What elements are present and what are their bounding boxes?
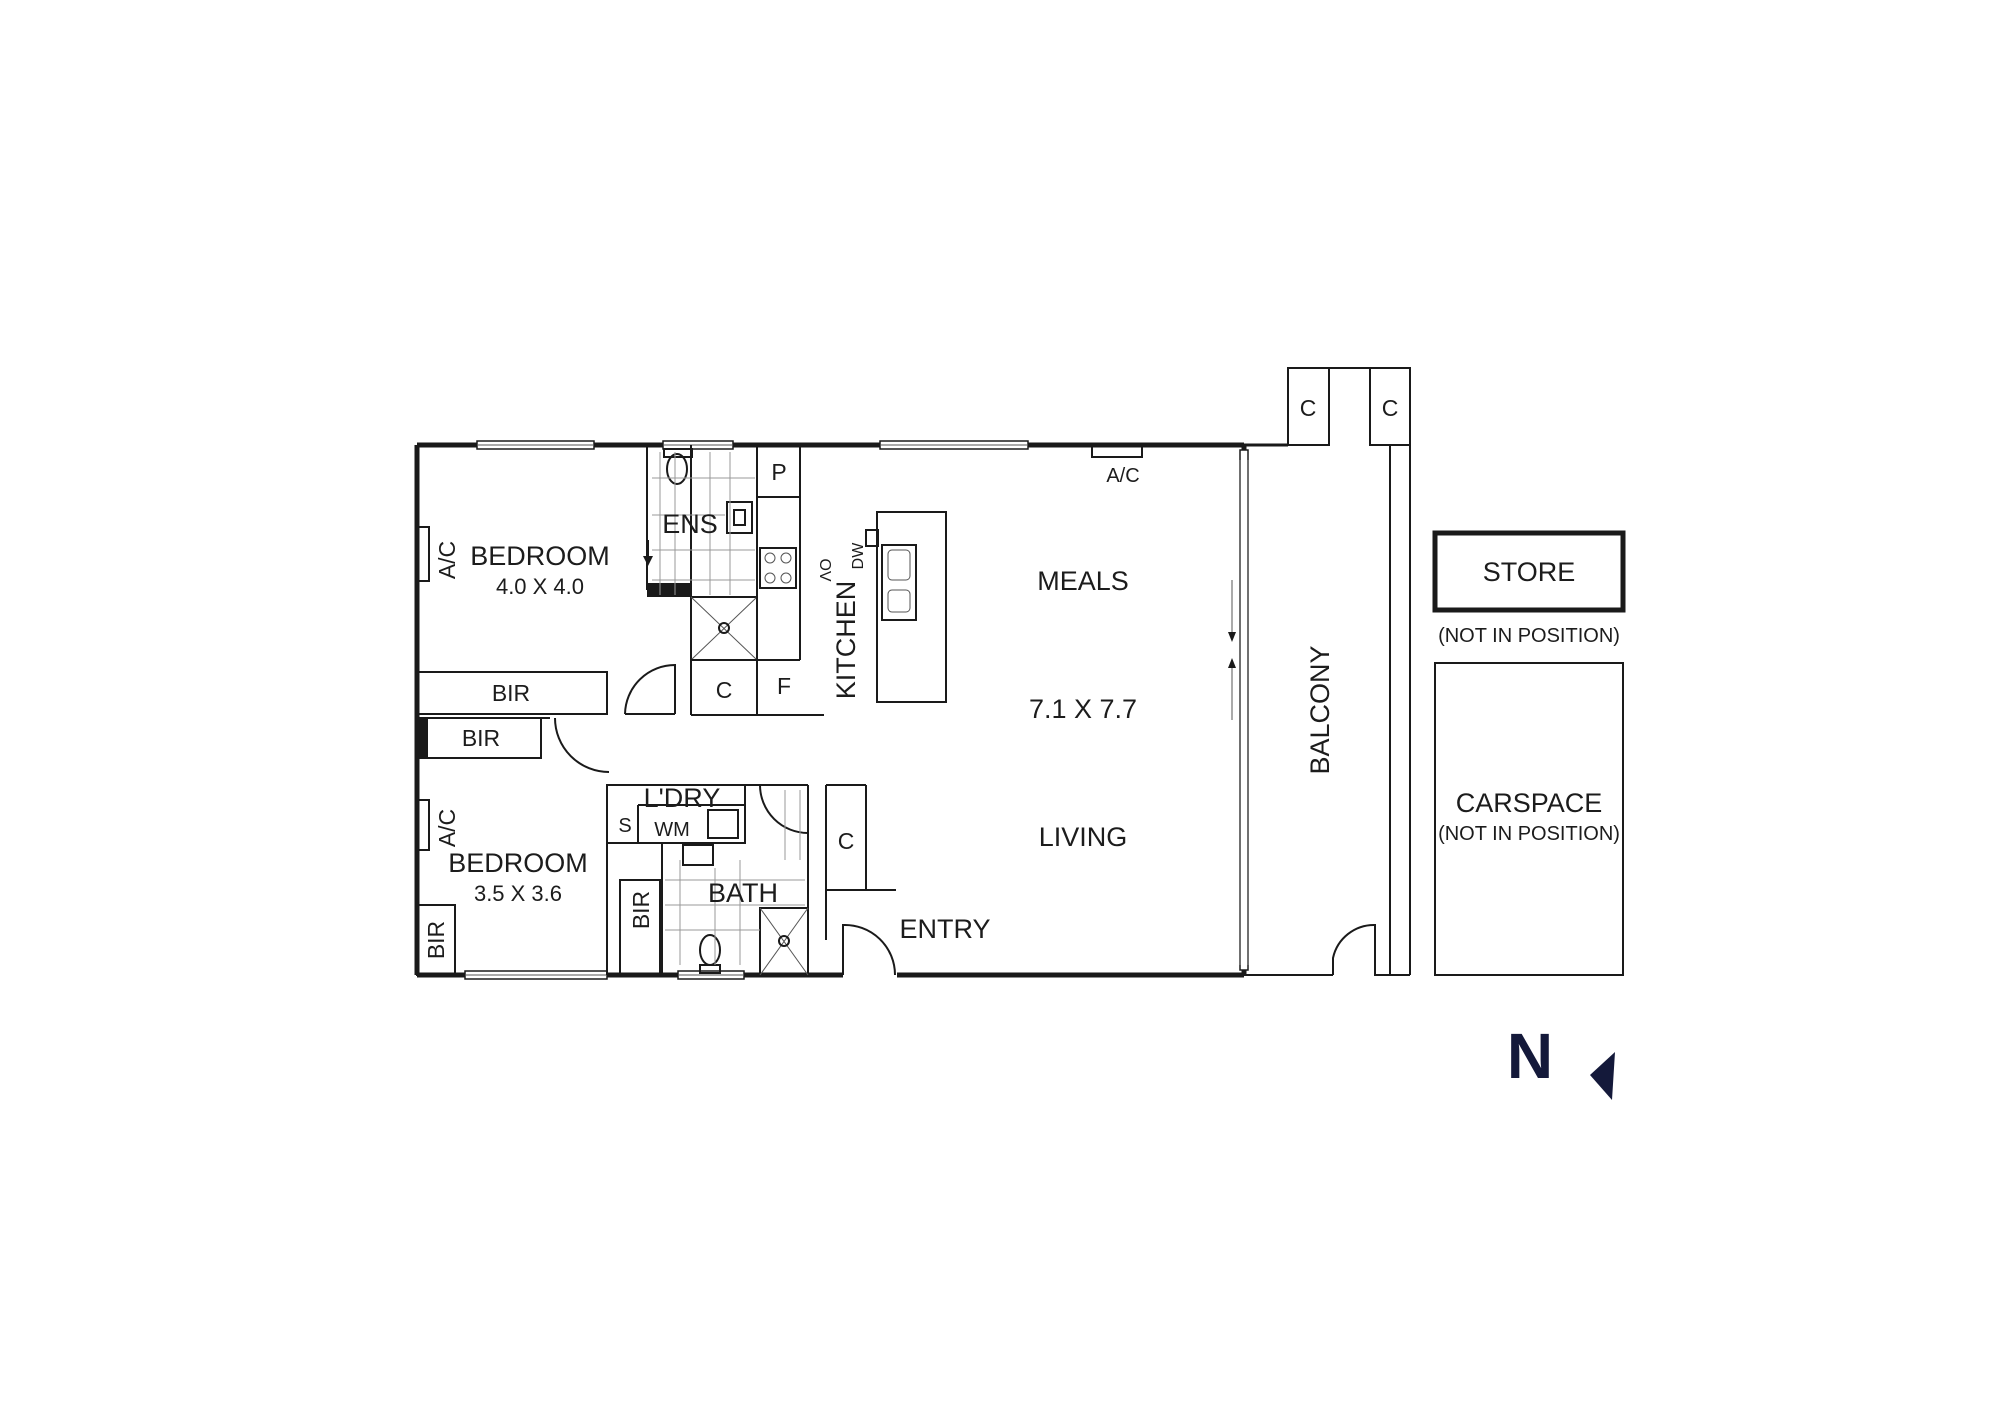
living-size: 7.1 X 7.7: [1029, 694, 1137, 724]
interior-walls: [416, 444, 1143, 976]
ensuite-label: ENS: [662, 509, 718, 539]
fixture-labels: A/C A/C A/C BIR BIR BIR BIR P C F C C C …: [423, 395, 1398, 959]
entry-label: ENTRY: [899, 914, 990, 944]
cupboard-balcony-right-label: C: [1382, 395, 1399, 421]
ac-meals-label: A/C: [1106, 465, 1139, 487]
store-label: STORE: [1483, 557, 1576, 587]
cupboard-entry-label: C: [838, 828, 855, 854]
ac-bedroom-1-label: A/C: [434, 541, 460, 579]
dishwasher-label: DW: [850, 542, 867, 570]
carspace-box: [1434, 662, 1624, 976]
bir-1-label: BIR: [492, 680, 530, 706]
cupboard-kitchen-label: C: [716, 677, 733, 703]
room-labels: BEDROOM 4.0 X 4.0 BEDROOM 3.5 X 3.6 ENS …: [448, 509, 1620, 944]
bath-label: BATH: [708, 878, 778, 908]
sink-label: S: [618, 815, 631, 837]
tile-pattern: [652, 452, 805, 965]
bedroom-2-label: BEDROOM: [448, 848, 588, 878]
balcony: [1244, 367, 1411, 976]
laundry-label: L'DRY: [644, 783, 721, 813]
compass: N: [1507, 1020, 1615, 1100]
bir-3-label: BIR: [423, 921, 449, 959]
pantry-label: P: [771, 459, 786, 485]
bir-4-label: BIR: [628, 891, 654, 929]
carspace-label: CARSPACE: [1456, 788, 1603, 818]
washing-machine-label: WM: [654, 819, 690, 841]
oven-label: OV: [816, 558, 833, 581]
bedroom-2-size: 3.5 X 3.6: [474, 881, 562, 906]
bir-2-label: BIR: [462, 725, 500, 751]
store-note: (NOT IN POSITION): [1438, 625, 1620, 647]
north-arrow-icon: [1590, 1052, 1615, 1100]
sliding-door-arrows: [1228, 580, 1236, 720]
kitchen-label: KITCHEN: [831, 581, 861, 700]
meals-label: MEALS: [1037, 566, 1129, 596]
store-box: [1432, 530, 1626, 613]
north-letter: N: [1507, 1020, 1553, 1092]
carspace-note: (NOT IN POSITION): [1438, 823, 1620, 845]
living-label: LIVING: [1039, 822, 1128, 852]
bedroom-1-label: BEDROOM: [470, 541, 610, 571]
balcony-label: BALCONY: [1305, 645, 1335, 774]
fridge-label: F: [777, 673, 791, 699]
cupboard-balcony-left-label: C: [1300, 395, 1317, 421]
ac-bedroom-2-label: A/C: [434, 809, 460, 847]
bedroom-1-size: 4.0 X 4.0: [496, 574, 584, 599]
